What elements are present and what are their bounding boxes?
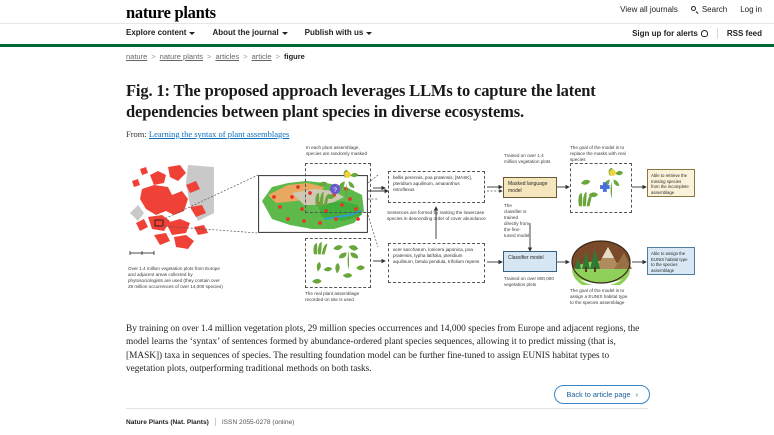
breadcrumb-item-nature-plants[interactable]: nature plants: [159, 52, 204, 61]
chevron-right-icon: ›: [635, 390, 638, 399]
breadcrumb-separator: >: [275, 52, 280, 61]
breadcrumb: nature > nature plants > articles > arti…: [126, 52, 305, 61]
classifier-output-box: Able to assign the EUNIS habitat type to…: [647, 247, 695, 275]
mlm-output-box: Able to retrieve the missing species fro…: [647, 169, 695, 197]
footer-divider: [126, 408, 648, 409]
masked-sentence-box: bellis perennis, poa pratensis, [MASK], …: [388, 171, 485, 203]
view-all-journals-link[interactable]: View all journals: [620, 5, 678, 14]
masked-caption: In each plant assemblage, species are ra…: [306, 145, 368, 156]
breadcrumb-separator: >: [207, 52, 212, 61]
nav-about-journal-label: About the journal: [212, 28, 279, 37]
classifier-trained-from-note: The classifier is trained directly from …: [504, 203, 530, 238]
figure-image: Over 1.4 million vegetation plots from E…: [126, 143, 695, 321]
nav-divider: [716, 28, 718, 39]
chevron-down-icon: [366, 31, 373, 35]
main-nav: Explore content About the journal Publis…: [0, 23, 774, 44]
nav-explore-content[interactable]: Explore content: [126, 28, 196, 37]
footer-separator: [214, 418, 216, 426]
diagram-connectors: [161, 174, 389, 248]
real-caption: The real plant assemblage recorded on si…: [305, 291, 360, 302]
europe-map-illustration: [128, 161, 216, 259]
breadcrumb-item-nature[interactable]: nature: [126, 52, 148, 61]
search-label: Search: [701, 5, 728, 14]
rss-feed-link[interactable]: RSS feed: [726, 29, 762, 38]
real-plants-illustration: [312, 241, 365, 284]
brand-accent-rule: [0, 44, 774, 47]
journal-brand[interactable]: nature plants: [126, 3, 216, 22]
diagram-arrows: [373, 184, 647, 265]
from-label: From:: [126, 129, 147, 139]
page-title: Fig. 1: The proposed approach leverages …: [126, 81, 596, 121]
retrieved-assemblage-panel: [570, 163, 632, 213]
real-sentence-box: acer saccharum, lonicera japonica, poa p…: [388, 243, 485, 283]
bell-icon: [700, 30, 708, 37]
from-line: From: Learning the syntax of plant assem…: [126, 129, 289, 139]
classifier-trained-note: Trained on over 800,000 vegetation plots: [504, 276, 554, 287]
real-assemblage-panel: [305, 238, 371, 288]
habitat-type-illustration: [571, 240, 632, 290]
search-icon: [690, 5, 699, 14]
back-to-article-button[interactable]: Back to article page ›: [554, 385, 650, 404]
masked-language-model-box: Masked language model: [503, 177, 557, 198]
footer-issn: ISSN 2055-0278 (online): [221, 418, 295, 426]
sign-up-alerts-link[interactable]: Sign up for alerts: [632, 29, 708, 38]
back-to-article-label: Back to article page: [566, 390, 631, 399]
masked-assemblage-panel: ?: [305, 163, 371, 213]
sign-up-alerts-label: Sign up for alerts: [632, 29, 698, 38]
footer: Nature Plants (Nat. Plants) ISSN 2055-02…: [126, 418, 294, 426]
nav-explore-content-label: Explore content: [126, 28, 187, 37]
breadcrumb-current-figure: figure: [284, 52, 305, 61]
nav-right-group: Sign up for alerts RSS feed: [632, 28, 762, 39]
nav-publish-with-us[interactable]: Publish with us: [305, 28, 373, 37]
masthead: nature plants View all journals Search L…: [0, 0, 774, 23]
search-link[interactable]: Search: [690, 5, 728, 14]
chevron-down-icon: [189, 31, 196, 35]
masked-plants-illustration: ?: [315, 169, 359, 207]
mlm-trained-note: Trained on over 1.4 million vegetation p…: [504, 153, 551, 164]
login-link[interactable]: Log in: [740, 5, 762, 14]
goal-classifier-caption: The goal of the model is to assign a EUN…: [570, 288, 628, 305]
classifier-model-box: Classifier model: [503, 251, 557, 272]
goal-mlm-caption: The goal of the model is to replace the …: [570, 145, 626, 162]
source-article-link[interactable]: Learning the syntax of plant assemblages: [148, 129, 290, 139]
retrieved-plants-illustration: [578, 167, 624, 207]
footer-journal-name: Nature Plants (Nat. Plants): [126, 418, 209, 426]
chevron-down-icon: [281, 31, 288, 35]
nav-left-group: Explore content About the journal Publis…: [126, 28, 373, 37]
nav-publish-with-us-label: Publish with us: [304, 28, 364, 37]
masthead-links: View all journals Search Log in: [620, 5, 762, 14]
breadcrumb-separator: >: [243, 52, 248, 61]
figure-description: By training on over 1.4 million vegetati…: [126, 324, 640, 374]
breadcrumb-item-article[interactable]: article: [251, 52, 272, 61]
breadcrumb-item-articles[interactable]: articles: [215, 52, 240, 61]
nav-about-journal[interactable]: About the journal: [212, 28, 288, 37]
plots-caption: Over 1.4 million vegetation plots from E…: [128, 266, 223, 289]
svg-text:?: ?: [333, 187, 337, 194]
habitat-illustration-panel: [570, 239, 632, 290]
breadcrumb-separator: >: [151, 52, 156, 61]
